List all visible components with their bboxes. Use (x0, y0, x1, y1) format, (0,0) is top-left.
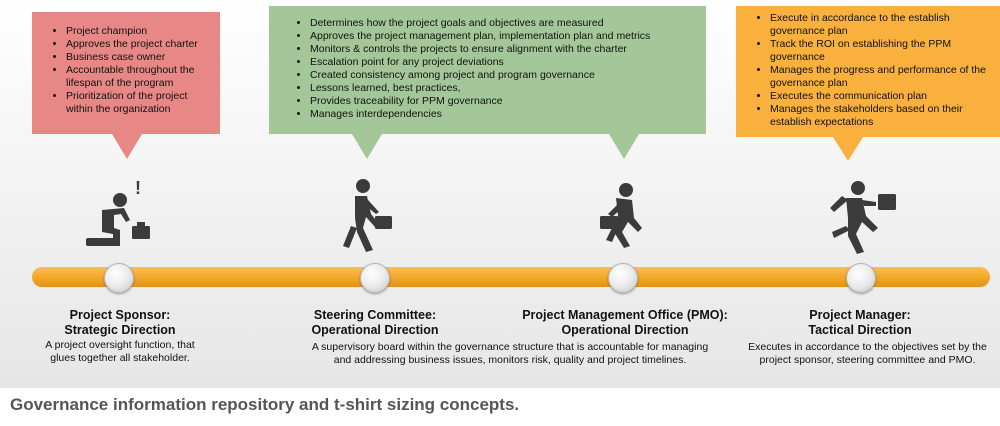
sponsor-callout: Project champion Approves the project ch… (32, 12, 220, 159)
manager-item: Executes the communication plan (770, 90, 994, 103)
steering-heading: Steering Committee: Operational Directio… (290, 308, 460, 338)
manager-heading: Project Manager: Tactical Direction (770, 308, 950, 338)
manager-title: Project Manager: (809, 308, 911, 322)
manager-item: Track the ROI on establishing the PPM go… (770, 38, 994, 64)
sponsor-item: Approves the project charter (66, 38, 214, 51)
sponsor-callout-pointer (112, 134, 142, 159)
timeline-bar (32, 267, 990, 287)
sponsor-item: Accountable throughout the lifespan of t… (66, 64, 214, 90)
running-person-icon (600, 183, 642, 248)
walking-person-icon (343, 179, 392, 252)
steering-description: A supervisory board within the governanc… (311, 341, 709, 366)
sponsor-title: Project Sponsor: (69, 308, 171, 322)
exclamation-mark: ! (135, 178, 141, 198)
timeline-node-steering (360, 263, 390, 293)
manager-description: Executes in accordance to the objectives… (748, 341, 987, 366)
manager-item: Execute in accordance to the establish g… (770, 12, 994, 38)
sponsor-subtitle: Strategic Direction (64, 323, 176, 337)
steering-item: Monitors & controls the projects to ensu… (310, 43, 700, 56)
pmo-callout-pointer (609, 134, 639, 159)
steering-subtitle: Operational Direction (311, 323, 439, 337)
sponsor-item: Prioritization of the project within the… (66, 90, 214, 116)
manager-item: Manages the stakeholders based on their … (770, 103, 994, 129)
figure-caption: Governance information repository and t-… (10, 395, 520, 414)
steering-item: Created consistency among project and pr… (310, 69, 700, 82)
pmo-title: Project Management Office (PMO): (522, 308, 728, 322)
manager-callout-pointer (833, 137, 863, 161)
pmo-heading: Project Management Office (PMO): Operati… (505, 308, 745, 338)
manager-item: Manages the progress and performance of … (770, 64, 994, 90)
steering-item: Provides traceability for PPM governance (310, 95, 700, 108)
steering-callout: Determines how the project goals and obj… (269, 6, 706, 159)
sponsor-description: A project oversight function, that glues… (45, 339, 195, 364)
steering-item: Approves the project management plan, im… (310, 30, 700, 43)
pmo-subtitle: Operational Direction (561, 323, 689, 337)
sponsor-item: Business case owner (66, 51, 214, 64)
steering-item: Determines how the project goals and obj… (310, 17, 700, 30)
running-manager-icon (830, 181, 896, 254)
kneeling-person-icon: ! (86, 178, 150, 246)
sponsor-heading: Project Sponsor: Strategic Direction (40, 308, 200, 338)
steering-item: Escalation point for any project deviati… (310, 56, 700, 69)
timeline-node-sponsor (104, 263, 134, 293)
manager-subtitle: Tactical Direction (808, 323, 912, 337)
steering-callout-pointer (352, 134, 382, 159)
steering-item: Manages interdependencies (310, 108, 700, 121)
timeline-node-manager (846, 263, 876, 293)
sponsor-item: Project champion (66, 25, 214, 38)
steering-title: Steering Committee: (313, 308, 437, 322)
steering-item: Lessons learned, best practices, (310, 82, 700, 95)
manager-callout: Execute in accordance to the establish g… (736, 6, 1000, 161)
timeline-node-pmo (608, 263, 638, 293)
